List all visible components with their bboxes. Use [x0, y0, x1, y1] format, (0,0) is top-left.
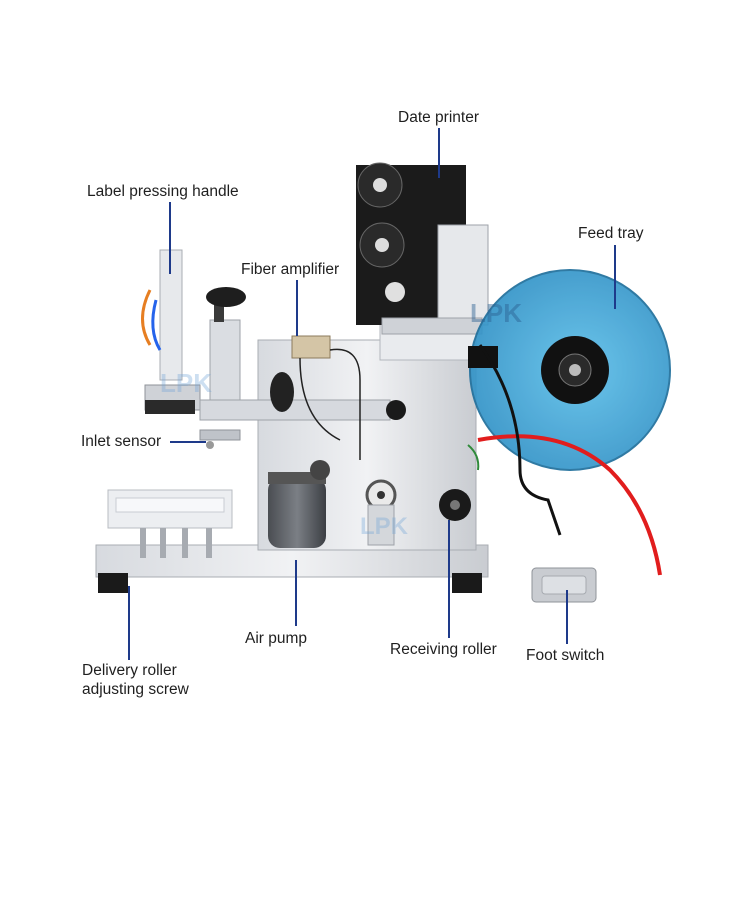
label-pressing-handle	[141, 249, 201, 414]
label-feed-tray: Feed tray	[578, 225, 644, 242]
feed-tray-unit	[468, 269, 671, 471]
label-foot-switch: Foot switch	[526, 647, 605, 664]
label-fiber-amplifier: Fiber amplifier	[241, 261, 340, 278]
date-printer-unit	[356, 162, 489, 335]
leader-line-receiving-roller	[448, 520, 450, 638]
label-date-printer: Date printer	[398, 109, 479, 126]
leader-line-inlet-sensor	[170, 441, 206, 443]
inlet-sensor-unit	[199, 429, 241, 449]
base-plate	[95, 544, 489, 593]
leader-line-label-pressing-handle	[169, 202, 171, 274]
watermark-2: LPK	[470, 298, 522, 328]
leader-line-date-printer	[438, 128, 440, 178]
leader-line-foot-switch	[566, 590, 568, 644]
cables	[467, 344, 662, 576]
delivery-table	[107, 489, 233, 558]
watermark-3: LPK	[360, 513, 409, 540]
air-pump-unit	[268, 460, 330, 548]
watermark: LPK	[160, 368, 212, 398]
receiving-roller-unit	[365, 479, 471, 546]
label-delivery-roller-line2: adjusting screw	[82, 681, 189, 698]
leader-line-feed-tray	[614, 245, 616, 309]
label-receiving-roller: Receiving roller	[390, 641, 497, 658]
foot-switch-unit	[531, 567, 597, 603]
label-air-pump: Air pump	[245, 630, 308, 647]
adjust-arm	[199, 287, 406, 421]
leader-line-air-pump	[295, 560, 297, 626]
label-delivery-roller-line1: Delivery roller	[82, 662, 177, 679]
label-label-pressing-handle: Label pressing handle	[87, 183, 239, 200]
label-inlet-sensor: Inlet sensor	[81, 433, 162, 450]
leader-line-fiber-amplifier	[296, 280, 298, 336]
fiber-amplifier-unit	[291, 335, 361, 460]
leader-line-delivery-roller	[128, 586, 130, 660]
